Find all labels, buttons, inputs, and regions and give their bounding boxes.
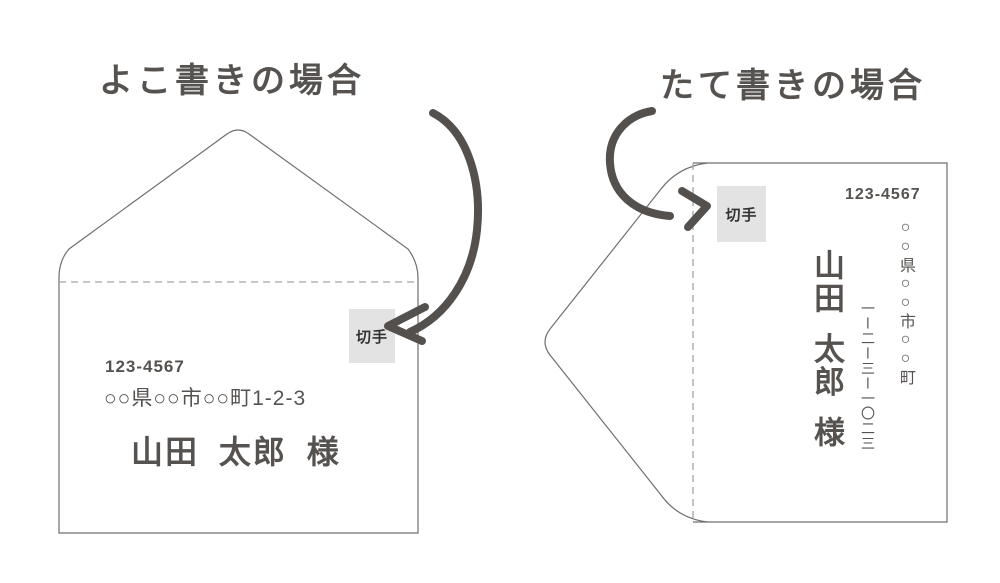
arrow-to-vertical-stamp	[605, 107, 711, 231]
address-number-vertical: 一ー二ー三ー一〇二三	[860, 301, 876, 451]
arrow-curve	[605, 107, 674, 220]
arrow-head	[678, 187, 711, 231]
address-region-vertical: ○○県○○市○○町	[897, 219, 914, 387]
stamp-box-vertical: 切手	[717, 186, 766, 242]
address-horizontal: ○○県○○市○○町1-2-3	[104, 387, 307, 410]
stamp-label: 切手	[355, 328, 388, 346]
arrow-to-horizontal-stamp	[384, 109, 482, 345]
postal-code-horizontal: 123-4567	[105, 357, 185, 376]
postal-code-vertical: 123-4567	[845, 186, 921, 203]
tategaki-title: たて書きの場合	[660, 67, 926, 105]
recipient-vertical: 山田 太郎 様	[809, 249, 844, 450]
envelope-flap	[544, 162, 708, 523]
yokogaki-title: よこ書きの場合	[99, 62, 365, 100]
envelope-flap	[58, 129, 419, 279]
arrow-curve	[406, 109, 482, 336]
stamp-box-horizontal: 切手	[349, 309, 395, 363]
stamp-label: 切手	[725, 206, 758, 224]
recipient-horizontal: 山田 太郎 様	[131, 434, 341, 470]
